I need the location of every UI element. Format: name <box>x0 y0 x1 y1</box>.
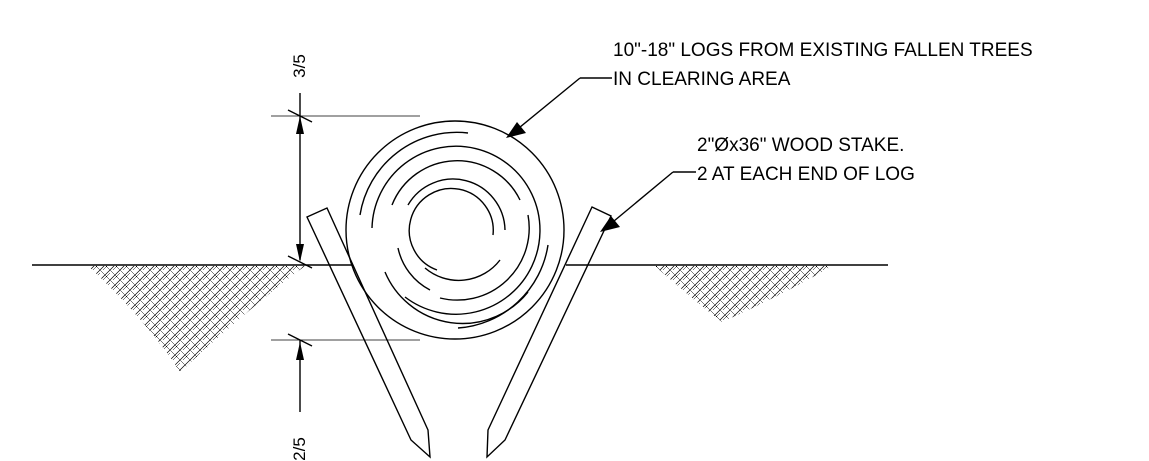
log-callout-line1: 10"-18" LOGS FROM EXISTING FALLEN TREES <box>613 40 1033 61</box>
stake-left <box>306 207 431 459</box>
soil-hatch-right <box>655 266 832 322</box>
leader-log <box>506 77 612 138</box>
soil-hatch-left <box>88 266 305 372</box>
dimension-lower <box>271 333 420 412</box>
dimension-label-upper: 3/5 <box>290 54 309 78</box>
log-cross-section <box>345 120 565 340</box>
stake-callout-line2: 2 AT EACH END OF LOG <box>697 164 915 185</box>
dimension-upper <box>271 93 420 269</box>
stake-right <box>486 206 612 459</box>
dimension-label-lower: 2/5 <box>290 437 309 461</box>
log-callout-line2: IN CLEARING AREA <box>613 69 791 90</box>
stake-callout-line1: 2"Øx36" WOOD STAKE. <box>697 135 904 156</box>
leader-stake <box>600 171 696 232</box>
